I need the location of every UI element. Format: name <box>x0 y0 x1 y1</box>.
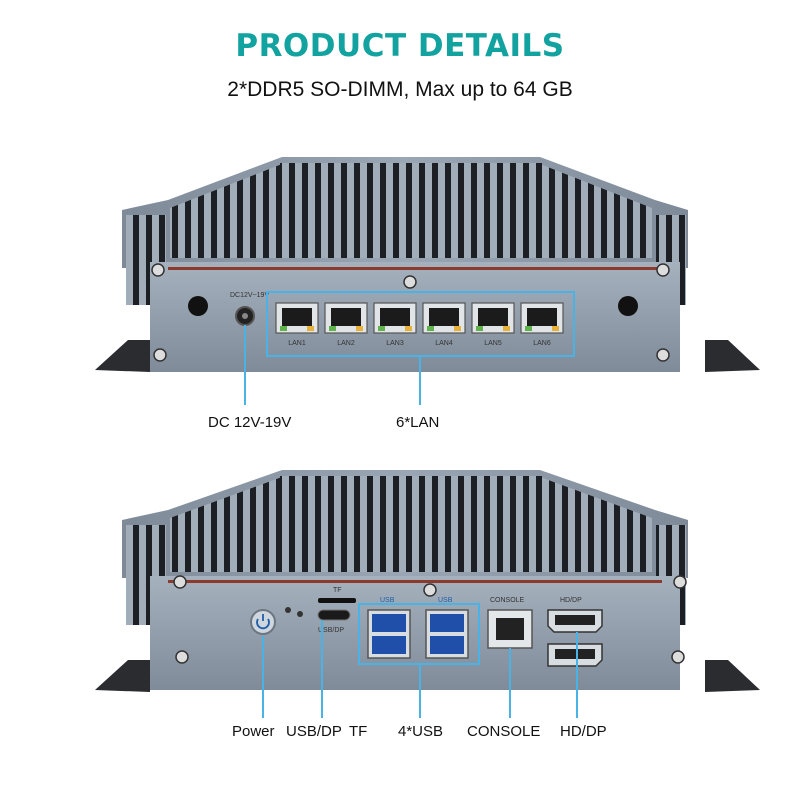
front-unit: DC12V~19V LAN1 LAN2 LAN3 LAN4 LAN5 LAN6 <box>95 157 760 405</box>
usb-c-port <box>317 609 351 621</box>
mount-foot-right <box>705 340 760 372</box>
callout-usb: 4*USB <box>398 723 444 740</box>
accent-stripe <box>168 580 662 583</box>
lan-port-label: LAN5 <box>484 340 502 347</box>
tf-print: TF <box>333 587 342 594</box>
lan-port: LAN1 <box>275 302 319 347</box>
mount-foot-right <box>705 660 760 692</box>
usb-stack-1 <box>367 609 411 659</box>
callout-tf: TF <box>349 723 368 740</box>
antenna-hole-left <box>188 296 208 316</box>
console-print: CONSOLE <box>490 597 525 604</box>
hddp-print: HD/DP <box>560 597 582 604</box>
usb-print-2: USB <box>438 597 453 604</box>
memory-spec: 2*DDR5 SO-DIMM, Max up to 64 GB <box>227 78 573 101</box>
status-led <box>297 611 303 617</box>
lan-port: LAN5 <box>471 302 515 347</box>
tf-slot <box>318 598 356 603</box>
lan-port-label: LAN6 <box>533 340 551 347</box>
lan-port-label: LAN3 <box>386 340 404 347</box>
power-button <box>250 609 276 635</box>
usb-stack-2 <box>425 609 469 659</box>
lan-port: LAN2 <box>324 302 368 347</box>
callout-console: CONSOLE <box>467 723 541 740</box>
callout-usbdp: USB/DP <box>286 723 342 740</box>
callout-dc-power: DC 12V-19V <box>208 414 292 431</box>
lan-port-row: LAN1 LAN2 LAN3 LAN4 LAN5 LAN6 <box>275 302 564 347</box>
lan-port-label: LAN2 <box>337 340 355 347</box>
rear-panel <box>150 576 680 690</box>
usbdp-print: USB/DP <box>318 627 344 634</box>
accent-stripe <box>168 267 662 270</box>
lan-port-label: LAN1 <box>288 340 306 347</box>
callout-hddp: HD/DP <box>560 723 607 740</box>
mount-foot-left <box>95 340 150 372</box>
page-title: PRODUCT DETAILS <box>235 28 565 64</box>
rear-unit: TF USB/DP USB USB CONSOLE HD/DP <box>95 470 760 718</box>
callout-power: Power <box>232 723 275 740</box>
lan-port: LAN3 <box>373 302 417 347</box>
heatsink-fins <box>280 163 542 258</box>
heatsink-fins <box>280 476 542 572</box>
antenna-hole-right <box>618 296 638 316</box>
lan-port: LAN4 <box>422 302 466 347</box>
callout-lan: 6*LAN <box>396 414 440 431</box>
status-led <box>285 607 291 613</box>
dc-print: DC12V~19V <box>230 292 269 299</box>
usb-print-1: USB <box>380 597 395 604</box>
lan-port: LAN6 <box>520 302 564 347</box>
lan-port-label: LAN4 <box>435 340 453 347</box>
mount-foot-left <box>95 660 150 692</box>
